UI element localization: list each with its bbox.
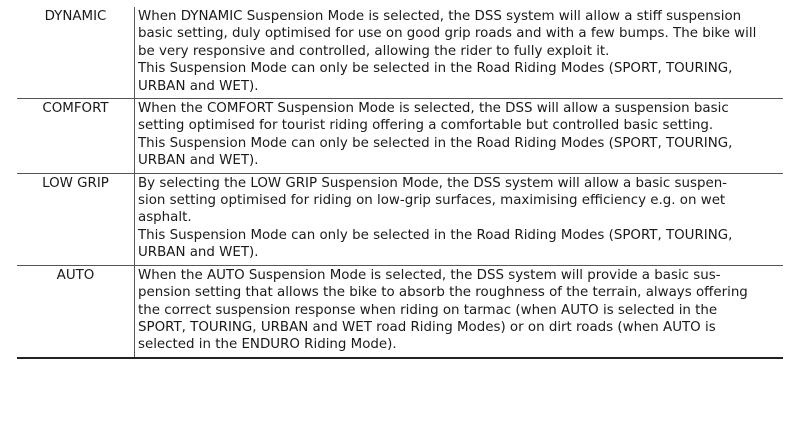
mode-name: AUTO — [17, 265, 135, 359]
description-line: URBAN and WET). — [138, 78, 259, 94]
mode-description: When DYNAMIC Suspension Mode is selected… — [134, 7, 783, 100]
description-line: asphalt. — [138, 210, 192, 226]
description-line: the correct suspension response when rid… — [138, 302, 718, 318]
description-line: URBAN and WET). — [138, 153, 259, 169]
mode-name: LOW GRIP — [17, 173, 135, 266]
description-line: basic setting, duly optimised for use on… — [138, 26, 757, 42]
mode-description: When the COMFORT Suspension Mode is sele… — [134, 98, 783, 174]
description-line: be very responsive and controlled, allow… — [138, 43, 610, 59]
description-line: This Suspension Mode can only be selecte… — [138, 227, 733, 243]
table-row-low-grip: LOW GRIP By selecting the LOW GRIP Suspe… — [17, 173, 783, 266]
description-line: This Suspension Mode can only be selecte… — [138, 135, 733, 151]
description-line: pension setting that allows the bike to … — [138, 285, 748, 301]
description-line: This Suspension Mode can only be selecte… — [138, 61, 733, 77]
mode-name: DYNAMIC — [17, 7, 135, 100]
description-line: When the AUTO Suspension Mode is selecte… — [138, 267, 721, 283]
description-line: setting optimised for tourist riding off… — [138, 118, 714, 134]
suspension-modes-table: DYNAMIC When DYNAMIC Suspension Mode is … — [17, 7, 783, 359]
mode-description: When the AUTO Suspension Mode is selecte… — [134, 265, 783, 359]
mode-name: COMFORT — [17, 98, 135, 174]
description-line: By selecting the LOW GRIP Suspension Mod… — [138, 175, 728, 191]
table-row-comfort: COMFORT When the COMFORT Suspension Mode… — [17, 98, 783, 174]
description-line: SPORT, TOURING, URBAN and WET road Ridin… — [138, 319, 716, 335]
description-line: URBAN and WET). — [138, 245, 259, 261]
table-row-auto: AUTO When the AUTO Suspension Mode is se… — [17, 265, 783, 359]
table-row-dynamic: DYNAMIC When DYNAMIC Suspension Mode is … — [17, 7, 783, 100]
description-line: When the COMFORT Suspension Mode is sele… — [138, 101, 729, 117]
description-line: selected in the ENDURO Riding Mode). — [138, 337, 397, 353]
description-line: sion setting optimised for riding on low… — [138, 193, 726, 209]
description-line: When DYNAMIC Suspension Mode is selected… — [138, 9, 742, 24]
mode-description: By selecting the LOW GRIP Suspension Mod… — [134, 173, 783, 266]
